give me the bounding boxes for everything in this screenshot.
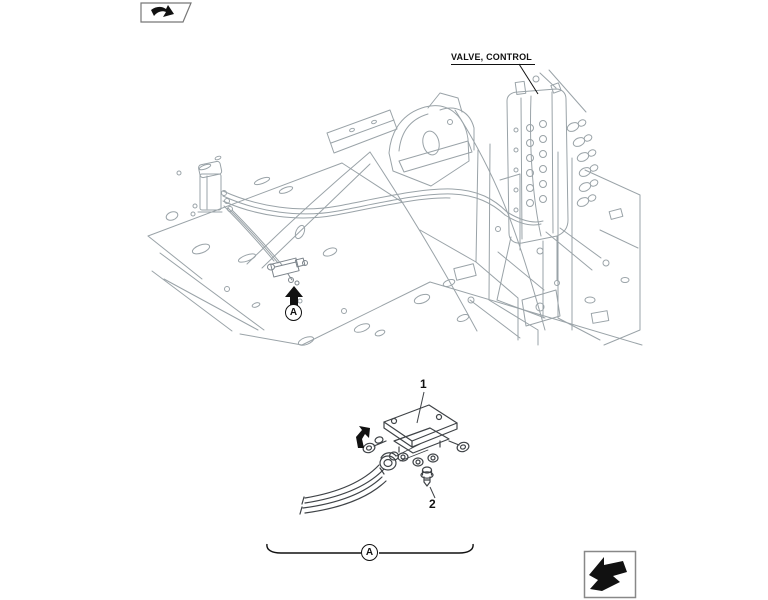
location-marker-letter: A [285,304,302,321]
page-forward-button[interactable] [583,550,637,599]
valve-control-label: VALVE, CONTROL [451,52,535,65]
detail-scope-bracket [266,543,474,554]
detail-bracket-letter: A [361,544,378,561]
annotations [266,63,539,554]
valve-label-leader-line [518,63,539,95]
callout-1: 1 [420,377,427,391]
deck-sensor-valve [267,257,308,286]
callout-2-leader-line [429,486,436,499]
page-back-button[interactable] [139,1,193,24]
detail-bolt [420,466,434,487]
bent-arrow-back-icon [151,5,174,17]
control-valve [496,69,602,319]
machine-frame [246,92,643,346]
up-arrow-icon [285,286,303,306]
bent-arrow-direction-icon [356,426,370,448]
detail-valve-manifold [362,427,470,467]
deck-plate [147,155,470,346]
callout-2: 2 [429,497,436,511]
detail-hoses [299,443,429,515]
wire-harness [222,188,544,266]
detail-mounting-plate [383,404,458,448]
callout-1-leader-line [416,391,425,424]
bent-arrow-forward-icon [589,557,627,591]
